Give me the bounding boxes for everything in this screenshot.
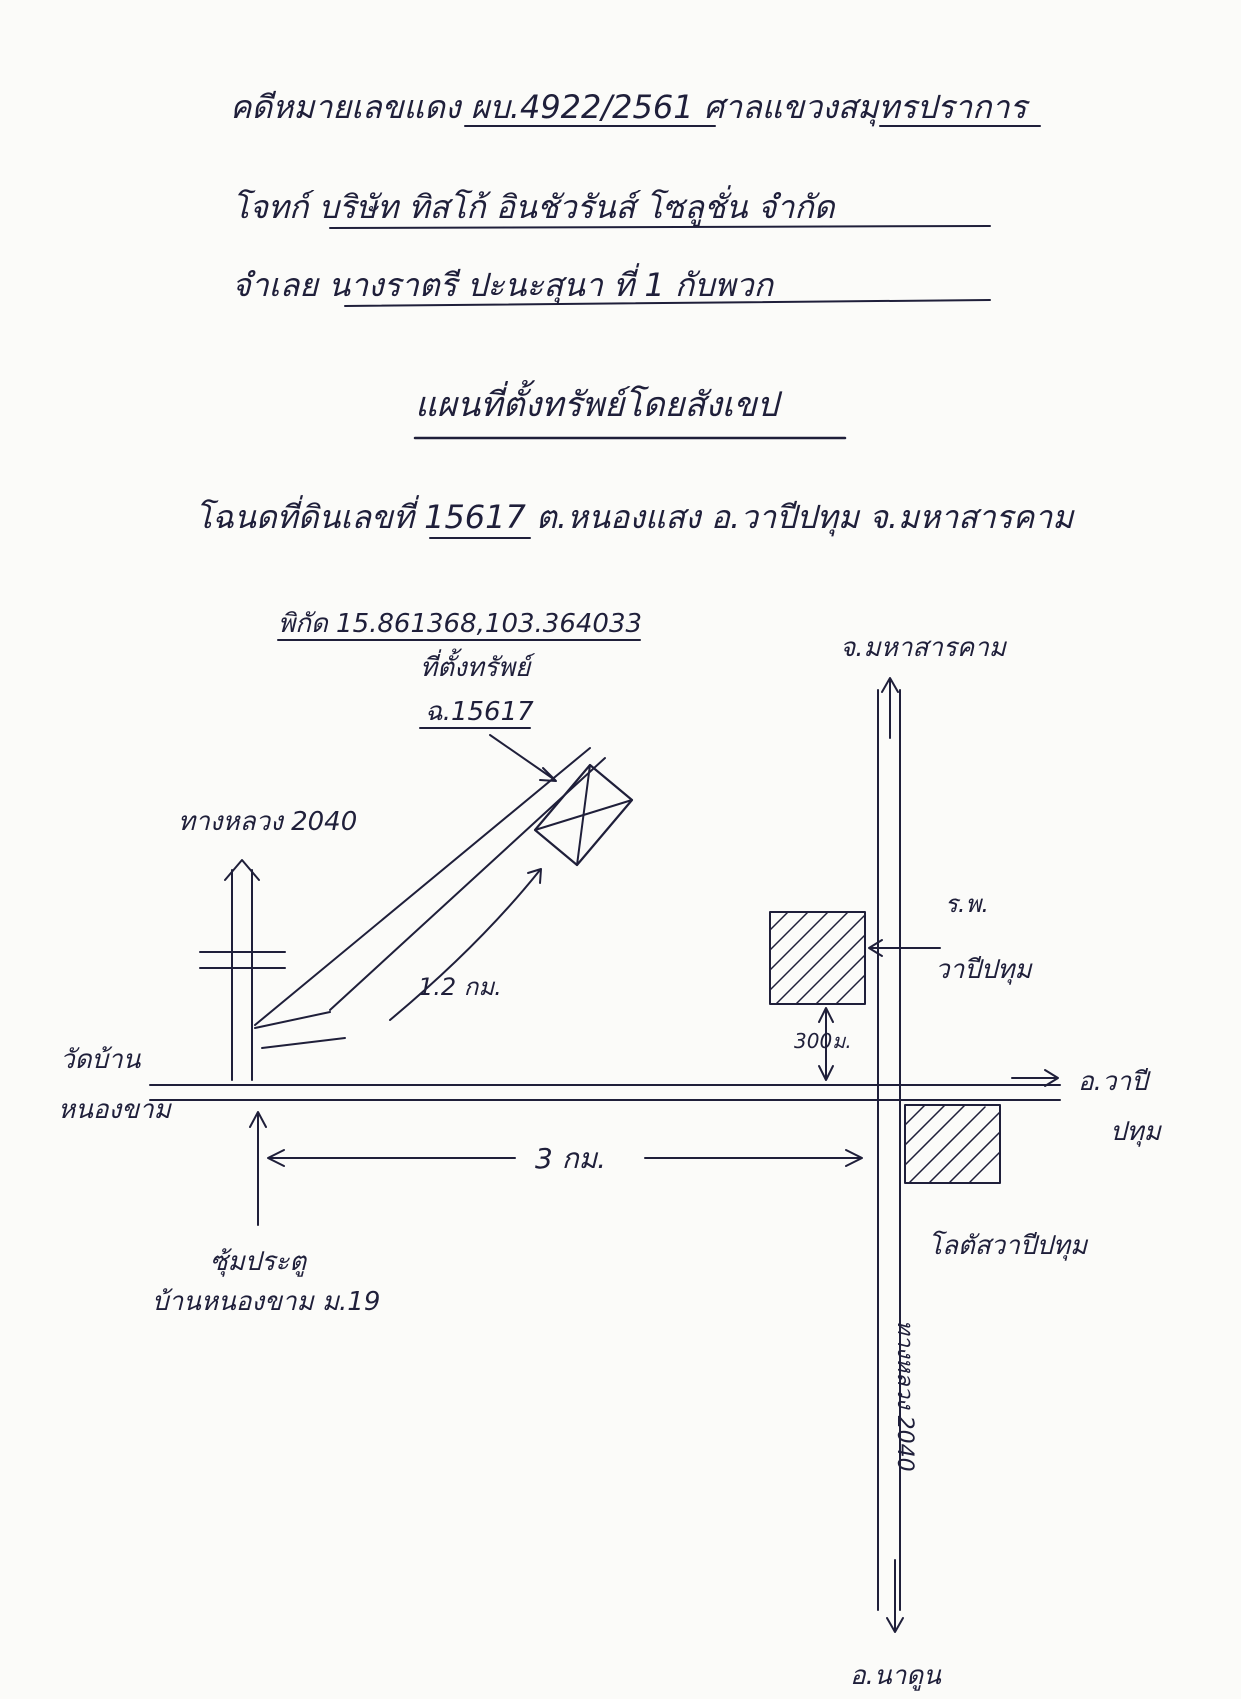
defendant-text: จำเลย นางราตรี ปะนะสุนา ที่ 1 กับพวก: [232, 263, 775, 305]
distance-3km-arrowhead-right: [845, 1149, 863, 1167]
distance-3km-label: 3 กม.: [535, 1142, 606, 1175]
defendant-underline: [344, 299, 991, 307]
asset-label: ที่ตั้งทรัพย์: [420, 648, 535, 683]
hospital-block: [769, 911, 866, 1005]
asset-pointer-arrowhead: [539, 767, 557, 782]
hospital-label-line2: วาปีปทุม: [935, 955, 1033, 985]
plaintiff-underline: [329, 225, 991, 229]
map-title: แผนที่ตั้งทรัพย์โดยสังเขป: [415, 379, 783, 425]
road-2040-small: [199, 859, 286, 1081]
distance-300m-arrowhead-top: [818, 1007, 834, 1023]
gate-label-line1: ซุ้มประตู: [210, 1247, 307, 1277]
gate-arrowhead: [249, 1111, 267, 1128]
north-label: จ.มหาสารคาม: [840, 633, 1008, 663]
wat-label-line2: หนองขาม: [58, 1095, 173, 1125]
north-arrowhead: [881, 677, 899, 693]
distance-300m-arrowhead-bottom: [818, 1065, 834, 1081]
east-label-line1: อ.วาปี: [1078, 1067, 1151, 1097]
asset-deed-label: ฉ.15617: [425, 697, 534, 727]
case-number-text: คดีหมายเลขแดง ผบ.4922/2561 ศาลแขวงสมุทรป…: [230, 88, 1030, 127]
coordinates-text: พิกัด 15.861368,103.364033: [278, 609, 642, 639]
distance-1-2km-label: 1.2 กม.: [418, 973, 502, 1001]
gate-label-line2: บ้านหนองขาม ม.19: [152, 1287, 380, 1317]
wat-label-line1: วัดบ้าน: [60, 1045, 142, 1075]
distance-1-2km-arrowhead: [527, 868, 542, 884]
vertical-highway-label: ทางหลวง 2040: [892, 1320, 917, 1472]
east-arrowhead: [1044, 1069, 1059, 1087]
east-label-line2: ปทุม: [1110, 1117, 1163, 1147]
distance-300m-label: 300ม.: [794, 1029, 852, 1053]
asset-pointer-line: [489, 734, 556, 781]
south-label: อ.นาดูน: [850, 1661, 942, 1691]
hospital-pointer-arrowhead: [868, 939, 883, 957]
plaintiff-text: โจทก์ บริษัท ทิสโก้ อินชัวรันส์ โซลูชั่น…: [232, 185, 837, 227]
asset-plot: [533, 763, 634, 867]
main-horizontal-road: [149, 1084, 1061, 1101]
south-arrowhead: [886, 1617, 904, 1633]
distance-1-2km-arrow: [389, 869, 541, 1021]
lotus-block: [904, 1104, 1001, 1184]
hospital-label-line1: ร.พ.: [945, 890, 989, 918]
access-road: [254, 747, 606, 1049]
lotus-label: โลตัสวาปีปทุม: [928, 1230, 1089, 1261]
road-2040-label: ทางหลวง 2040: [178, 807, 357, 837]
distance-3km-arrowhead-left: [267, 1149, 285, 1167]
main-vertical-highway: [877, 689, 901, 1611]
deed-text: โฉนดที่ดินเลขที่ 15617 ต.หนองแสง อ.วาปีป…: [195, 495, 1075, 537]
